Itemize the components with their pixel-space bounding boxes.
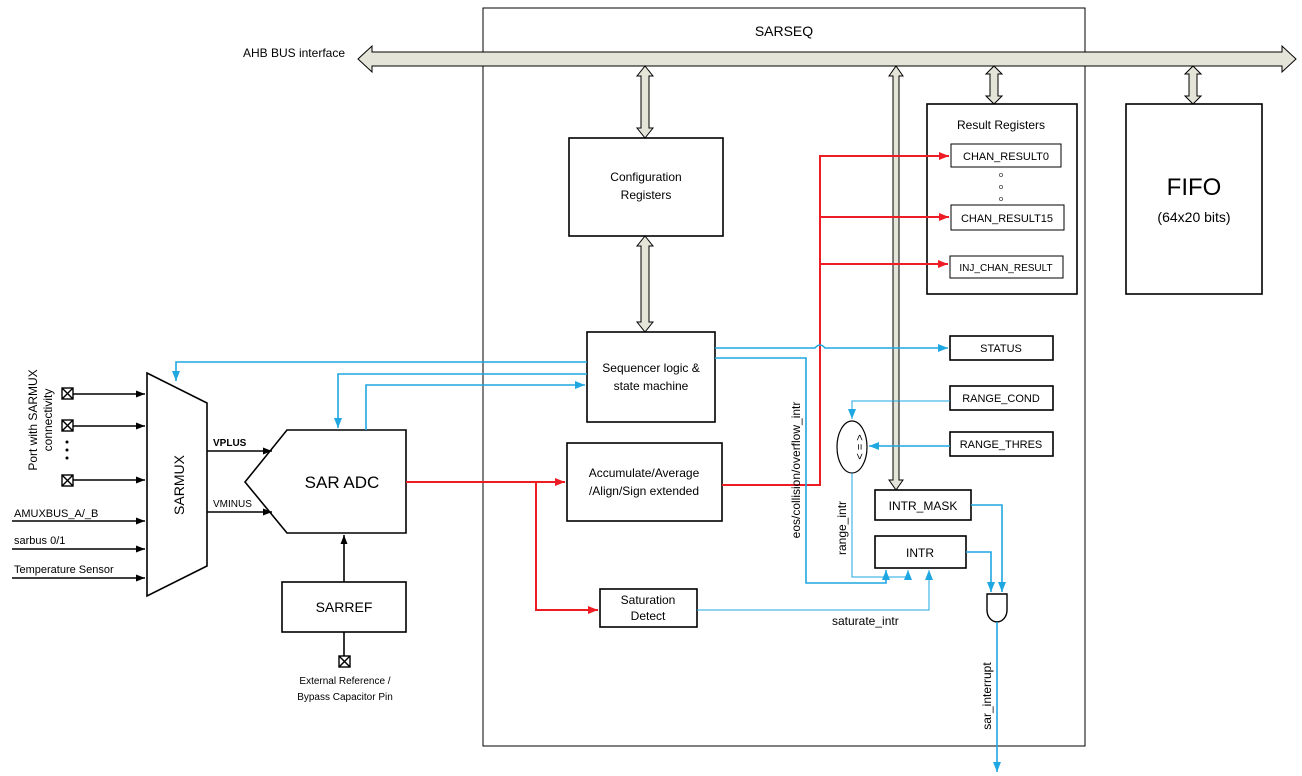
sarref-label: SARREF	[316, 599, 373, 615]
sarseq-block	[482, 7, 1086, 747]
accum-to-results-path	[722, 152, 949, 486]
chan-result0-label: CHAN_RESULT0	[963, 151, 1049, 163]
range-cond-register	[949, 385, 1054, 411]
status-register	[949, 335, 1054, 361]
accumulate-label-2: /Align/Sign extended	[589, 484, 699, 498]
ahb-bus	[357, 44, 1297, 74]
fifo-block	[1125, 103, 1263, 295]
sequencer-label-2: state machine	[614, 379, 689, 393]
saturation-label-1: Saturation	[621, 593, 676, 607]
seq-to-adc-ctrl	[334, 373, 587, 428]
and-gate	[986, 593, 1008, 623]
sarref-block	[281, 581, 407, 633]
saturation-label-2: Detect	[631, 609, 666, 623]
sarmux	[146, 371, 208, 598]
ahb-bus-label: AHB BUS interface	[243, 46, 345, 60]
input-label-sarbus: sarbus 0/1	[14, 535, 65, 547]
sar-interrupt-label: sar_interrupt	[980, 662, 994, 730]
inj-chan-result-register	[949, 255, 1064, 279]
config-label-2: Registers	[621, 188, 672, 202]
intr-to-and	[966, 551, 995, 592]
port-ellipsis	[65, 440, 69, 460]
ext-label-1: External Reference /	[299, 676, 390, 687]
range-cond-to-comparator	[848, 400, 950, 419]
seq-to-status-path	[715, 344, 948, 352]
bus-to-fifo	[1183, 65, 1203, 105]
saturation-detect	[599, 588, 698, 628]
config-label-1: Configuration	[610, 170, 681, 184]
range-cond-label: RANGE_COND	[962, 393, 1040, 405]
bus-to-intr-mask	[888, 65, 904, 491]
result-registers-title: Result Registers	[957, 118, 1045, 132]
port-pin	[61, 419, 74, 432]
intr-mask-to-and	[971, 504, 1006, 592]
sequencer-logic	[586, 331, 716, 423]
comparator-symbol: < = >	[853, 434, 865, 459]
eos-collision-overflow-path	[715, 357, 890, 584]
eos-collision-overflow-label: eos/collision/overflow_intr	[789, 402, 803, 539]
port-pin	[61, 474, 74, 487]
ext-label-2: Bypass Capacitor Pin	[297, 692, 393, 703]
bus-config-to-seq	[635, 235, 655, 333]
port-pin	[61, 387, 74, 400]
saturate-intr-path	[697, 570, 933, 611]
accumulate-label-1: Accumulate/Average	[589, 466, 700, 480]
ellipsis-dot	[999, 184, 1004, 189]
range-thres-register	[949, 431, 1054, 457]
intr-mask-label: INTR_MASK	[889, 499, 958, 513]
bus-to-config	[635, 65, 655, 139]
config-registers	[568, 137, 724, 237]
sar-adc-label: SAR ADC	[305, 473, 380, 492]
sarseq-title: SARSEQ	[755, 23, 813, 39]
fifo-title: FIFO	[1167, 174, 1222, 201]
port-label-1: Port with SARMUX	[26, 369, 40, 470]
adc-to-seq-ctrl	[365, 381, 585, 430]
accumulate-block	[566, 442, 723, 522]
input-label-amuxbus: AMUXBUS_A/_B	[14, 508, 98, 520]
vplus-label: VPLUS	[213, 438, 247, 449]
chan-result15-label: CHAN_RESULT15	[961, 213, 1053, 225]
chan-result0-register	[950, 143, 1062, 168]
ellipsis-dot	[999, 172, 1004, 177]
intr-label: INTR	[906, 546, 934, 560]
chan-result15-register	[950, 204, 1065, 231]
adc-to-saturation-path	[535, 482, 598, 614]
sarmux-label: SARMUX	[171, 454, 187, 515]
ext-reference-pin	[338, 655, 351, 668]
status-label: STATUS	[980, 343, 1022, 355]
intr-register	[874, 535, 967, 569]
sequencer-label-1: Sequencer logic &	[602, 361, 699, 375]
ellipsis-dot	[999, 196, 1004, 201]
range-intr-path	[851, 473, 912, 580]
saturate-intr-label: saturate_intr	[832, 614, 899, 628]
bus-to-results	[984, 65, 1004, 105]
vminus-label: VMINUS	[213, 499, 252, 510]
seq-to-sarmux-ctrl	[172, 361, 587, 381]
range-intr-label: range_intr	[835, 501, 849, 555]
fifo-size: (64x20 bits)	[1157, 209, 1230, 225]
input-label-temp-sensor: Temperature Sensor	[14, 564, 114, 576]
port-label-2: connectivity	[41, 389, 55, 452]
range-thres-label: RANGE_THRES	[960, 439, 1043, 451]
inj-chan-result-label: INJ_CHAN_RESULT	[959, 263, 1052, 274]
